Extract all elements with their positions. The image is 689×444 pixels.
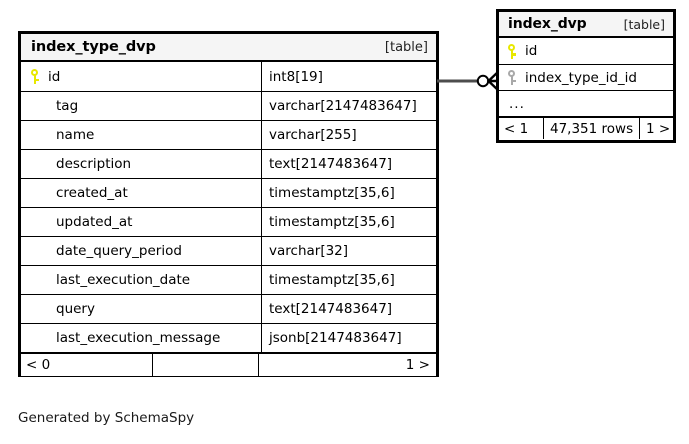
column-type-cell: text[2147483647] bbox=[261, 295, 436, 323]
pager-prev-button[interactable]: < 1 bbox=[504, 120, 529, 137]
column-type-cell: varchar[2147483647] bbox=[261, 92, 436, 120]
table-row[interactable]: query text[2147483647] bbox=[21, 294, 436, 323]
column-name-label: index_type_id_id bbox=[525, 69, 637, 86]
table-row[interactable]: index_type_id_id bbox=[499, 64, 673, 90]
zero-cardinality-circle-icon bbox=[476, 74, 490, 88]
column-type-cell: timestamptz[35,6] bbox=[261, 208, 436, 236]
table-header-index-type-dvp: index_type_dvp [table] bbox=[21, 34, 436, 62]
column-type-label: jsonb[2147483647] bbox=[269, 330, 402, 346]
pager-next-button[interactable]: 1 > bbox=[258, 354, 436, 376]
column-name-label: updated_at bbox=[56, 214, 133, 230]
column-name-cell: last_execution_message bbox=[21, 324, 261, 352]
column-type-cell: int8[19] bbox=[261, 62, 436, 91]
column-name-label: date_query_period bbox=[56, 243, 182, 259]
column-name-cell: created_at bbox=[21, 179, 261, 207]
table-card-index-dvp[interactable]: index_dvp [table] id index_type_id_id ..… bbox=[496, 9, 676, 143]
column-name-cell: date_query_period bbox=[21, 237, 261, 265]
gray-key-icon bbox=[507, 70, 517, 85]
relationship-connector-index-type-dvp-to-index-dvp[interactable] bbox=[437, 66, 499, 96]
column-type-label: timestamptz[35,6] bbox=[269, 214, 395, 230]
table-row[interactable]: description text[2147483647] bbox=[21, 149, 436, 178]
column-type-label: text[2147483647] bbox=[269, 156, 393, 172]
column-name-cell: description bbox=[21, 150, 261, 178]
column-type-label: varchar[255] bbox=[269, 127, 357, 143]
column-type-label: varchar[2147483647] bbox=[269, 98, 417, 114]
table-title: index_dvp bbox=[508, 16, 587, 32]
table-row[interactable]: id bbox=[499, 38, 673, 64]
column-name-label: last_execution_message bbox=[56, 330, 221, 346]
pager-next-button[interactable]: 1 > bbox=[639, 118, 673, 139]
column-type-cell: timestamptz[35,6] bbox=[261, 266, 436, 294]
column-name-label: description bbox=[56, 156, 132, 172]
column-name-cell: tag bbox=[21, 92, 261, 120]
column-type-label: text[2147483647] bbox=[269, 301, 393, 317]
column-type-cell: varchar[255] bbox=[261, 121, 436, 149]
column-type-label: timestamptz[35,6] bbox=[269, 272, 395, 288]
pager-middle-label bbox=[152, 354, 258, 376]
pager-prev-button[interactable]: < 0 bbox=[26, 357, 51, 373]
column-type-cell: jsonb[2147483647] bbox=[261, 324, 436, 352]
generated-by-caption: Generated by SchemaSpy bbox=[18, 410, 195, 426]
table-pager-index-dvp: < 1 47,351 rows 1 > bbox=[499, 116, 673, 139]
column-name-cell: last_execution_date bbox=[21, 266, 261, 294]
column-type-cell: text[2147483647] bbox=[261, 150, 436, 178]
column-type-label: varchar[32] bbox=[269, 243, 349, 259]
table-row[interactable]: id int8[19] bbox=[21, 62, 436, 91]
row-count-label: 47,351 rows bbox=[543, 118, 639, 139]
column-name-label: query bbox=[56, 301, 95, 317]
yellow-key-icon bbox=[507, 43, 517, 59]
column-name-label: name bbox=[56, 127, 95, 143]
column-name-cell: updated_at bbox=[21, 208, 261, 236]
column-name-cell: query bbox=[21, 295, 261, 323]
table-row[interactable]: date_query_period varchar[32] bbox=[21, 236, 436, 265]
column-name-label: created_at bbox=[56, 185, 128, 201]
table-row[interactable]: updated_at timestamptz[35,6] bbox=[21, 207, 436, 236]
table-title: index_type_dvp bbox=[31, 39, 156, 55]
yellow-key-icon bbox=[30, 69, 40, 84]
table-row[interactable]: tag varchar[2147483647] bbox=[21, 91, 436, 120]
column-name-cell: id bbox=[21, 62, 261, 91]
column-name-cell: id bbox=[499, 38, 673, 64]
table-row[interactable]: ... bbox=[499, 90, 673, 116]
column-name-cell: index_type_id_id bbox=[499, 65, 673, 90]
table-type-label: [table] bbox=[384, 39, 428, 55]
column-type-label: int8[19] bbox=[269, 68, 323, 85]
table-header-index-dvp: index_dvp [table] bbox=[499, 12, 673, 38]
column-name-label: id bbox=[525, 43, 538, 59]
table-row[interactable]: created_at timestamptz[35,6] bbox=[21, 178, 436, 207]
column-name-label: last_execution_date bbox=[56, 272, 191, 288]
table-row[interactable]: last_execution_message jsonb[2147483647] bbox=[21, 323, 436, 352]
column-name-cell: name bbox=[21, 121, 261, 149]
table-pager-index-type-dvp: < 0 1 > bbox=[21, 352, 436, 376]
column-type-cell: timestamptz[35,6] bbox=[261, 179, 436, 207]
column-type-label: timestamptz[35,6] bbox=[269, 185, 395, 201]
table-row[interactable]: name varchar[255] bbox=[21, 120, 436, 149]
column-name-label: id bbox=[48, 68, 61, 85]
table-card-index-type-dvp[interactable]: index_type_dvp [table] id int8[19] tag v… bbox=[18, 31, 439, 377]
table-row[interactable]: last_execution_date timestamptz[35,6] bbox=[21, 265, 436, 294]
column-name-label: tag bbox=[56, 98, 79, 114]
table-type-label: [table] bbox=[623, 16, 665, 32]
more-columns-ellipsis: ... bbox=[509, 95, 525, 112]
column-type-cell: varchar[32] bbox=[261, 237, 436, 265]
